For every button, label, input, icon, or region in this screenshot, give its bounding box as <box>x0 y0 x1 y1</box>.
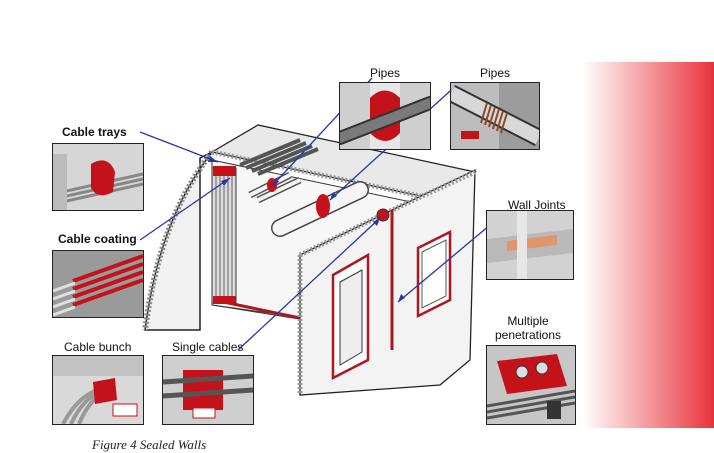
label-cable-bunch: Cable bunch <box>64 340 132 354</box>
cable-tray-seal-top <box>213 166 236 176</box>
thumb-multiple-penetrations <box>486 345 576 425</box>
left-wall <box>144 151 213 331</box>
big-pipe <box>271 181 369 237</box>
thumb-pipes-right <box>450 82 540 150</box>
thumb-pipes-left <box>339 82 431 150</box>
label-cable-trays: Cable trays <box>62 125 127 139</box>
thumb-wall-joints <box>486 210 574 280</box>
label-pipes-right: Pipes <box>480 66 511 80</box>
door-leaf <box>339 269 363 366</box>
label-single-cables: Single cables <box>172 340 244 354</box>
thumb-single-cables <box>162 355 254 425</box>
label-cable-coating: Cable coating <box>58 232 137 246</box>
red-gradient-band <box>582 62 714 428</box>
leader-arrowheads <box>208 156 405 302</box>
window-inner <box>421 239 447 309</box>
cable-tray-seal-bottom <box>213 296 236 304</box>
cable-tray-cables <box>215 170 233 302</box>
label-pipes-left: Pipes <box>370 66 401 80</box>
thumb-cable-bunch <box>52 355 144 425</box>
thumb-cable-trays <box>52 143 144 211</box>
overhead-cable-bundle <box>239 138 319 176</box>
window <box>416 229 452 319</box>
label-multiple-penetrations: Multiple penetrations <box>494 314 562 342</box>
thumb-cable-coating <box>52 250 144 318</box>
figure-caption: Figure 4 Sealed Walls <box>92 437 207 452</box>
label-wall-joints: Wall Joints <box>508 198 566 212</box>
left-wall-rough-edge <box>142 150 215 331</box>
